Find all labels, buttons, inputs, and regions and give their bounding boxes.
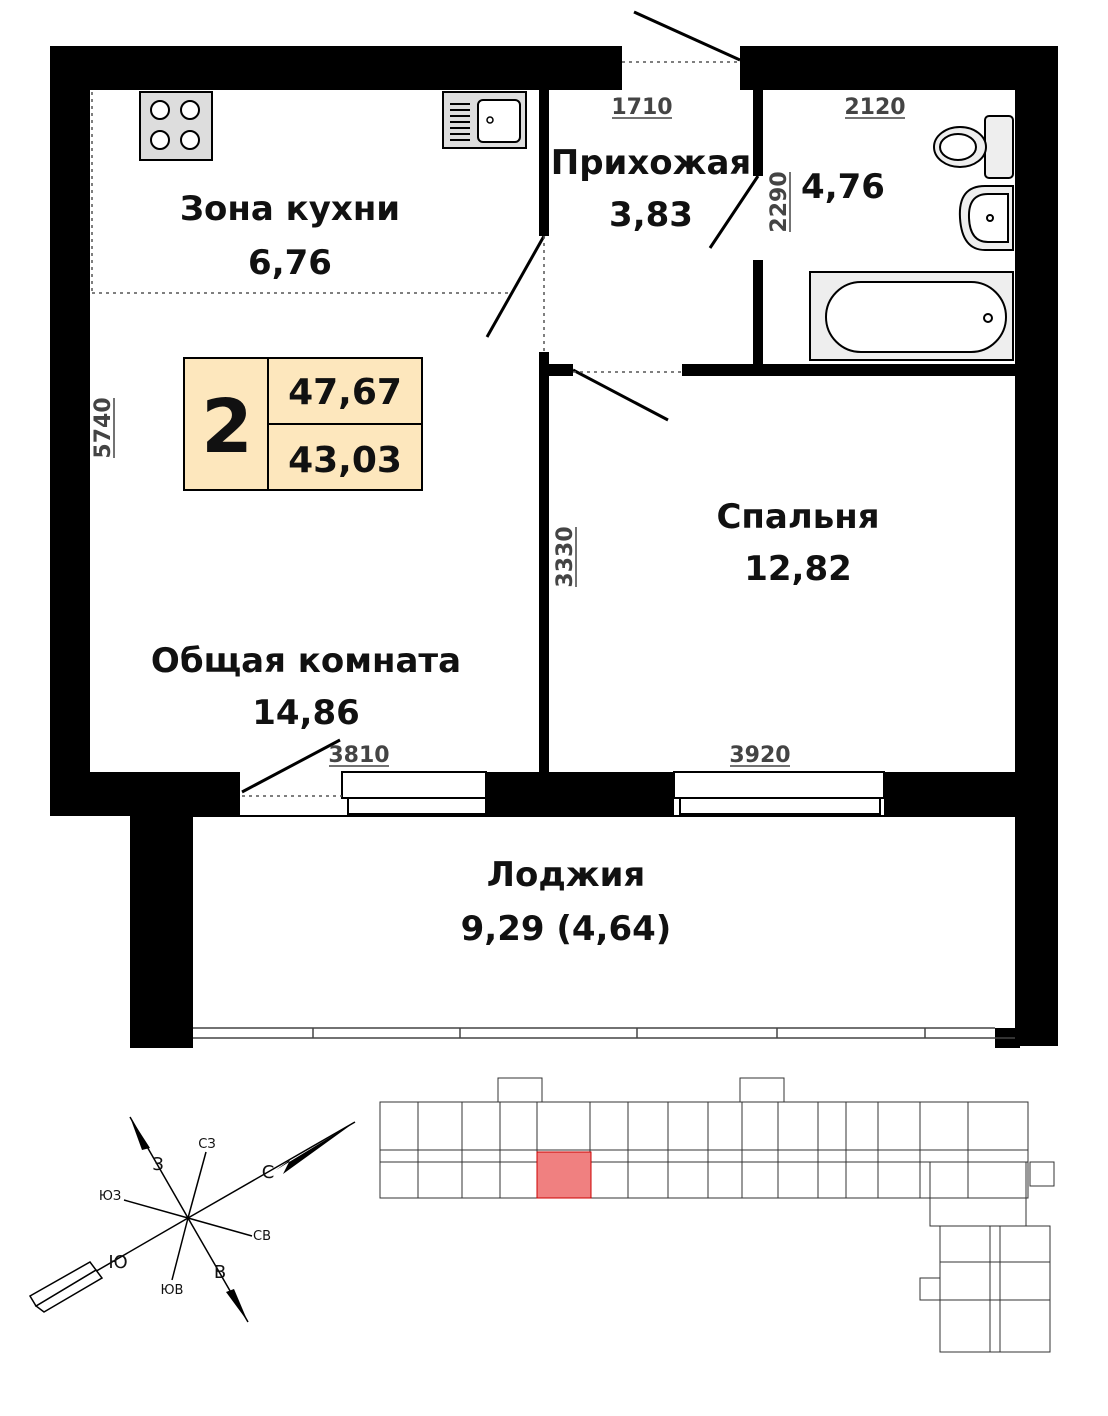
bedroom-name: Спальня <box>716 497 879 537</box>
bedroom-door <box>572 368 669 422</box>
window-living <box>341 771 487 799</box>
compass-east: В <box>214 1262 226 1283</box>
compass-southeast: ЮВ <box>161 1283 184 1298</box>
loggia-door <box>241 738 341 794</box>
wall-bottom-left <box>50 772 240 816</box>
living-area: 14,86 <box>252 693 360 733</box>
bathroom-area: 4,76 <box>801 167 885 207</box>
kitchen-door <box>485 235 546 338</box>
south-arrow-tail-icon <box>28 1261 104 1313</box>
compass-northeast: СВ <box>253 1229 271 1244</box>
building-keyplan <box>379 1077 1055 1353</box>
total-area: 47,67 <box>288 372 402 413</box>
toilet-icon <box>933 115 1014 179</box>
hallway-name: Прихожая <box>551 143 752 183</box>
dim-bedroom-height: 3330 <box>553 526 578 587</box>
kitchen-name: Зона кухни <box>180 189 400 229</box>
loggia-name: Лоджия <box>487 855 646 895</box>
window-bedroom-sill <box>679 797 881 815</box>
east-arrow-icon <box>226 1289 248 1322</box>
west-arrow-icon <box>130 1117 150 1150</box>
bedroom-area: 12,82 <box>744 549 852 589</box>
compass-rose: С Ю В З СЗ ЮЗ СВ ЮВ <box>28 1116 356 1323</box>
window-living-sill <box>347 797 487 815</box>
dim-hall-width: 1710 <box>611 95 672 120</box>
compass-north: С <box>262 1162 275 1183</box>
loggia-glazing <box>193 1027 1015 1039</box>
dim-bath-height: 2290 <box>767 171 792 232</box>
doors <box>241 10 760 794</box>
wall-left <box>50 46 90 816</box>
wall-interior-upper <box>539 90 549 236</box>
apartment-location-marker <box>536 1151 592 1199</box>
wall-interior-lower <box>539 352 549 772</box>
wall-bedroom-top-right <box>682 364 1017 376</box>
bathroom-door <box>708 175 760 249</box>
dimensions: 1710 2120 2290 5740 3330 3810 3920 <box>91 95 906 768</box>
living-area: 43,03 <box>288 440 402 481</box>
wall-bottom-right <box>884 772 1015 816</box>
bathtub-icon <box>809 271 1014 361</box>
dim-bedroom-width: 3920 <box>729 743 790 768</box>
wall-bottom-middle <box>486 772 674 816</box>
wall-top-right <box>740 46 1058 90</box>
north-arrow-icon <box>276 1122 355 1174</box>
door-openings <box>91 61 740 797</box>
wall-bath-upper <box>753 90 763 176</box>
dim-bath-width: 2120 <box>844 95 905 120</box>
compass-southwest: ЮЗ <box>99 1189 121 1204</box>
wall-bedroom-top-left <box>539 364 573 376</box>
apartment-badge: 2 47,67 43,03 <box>183 357 423 491</box>
windows <box>341 771 885 815</box>
hallway-area: 3,83 <box>609 195 693 235</box>
kitchen-sink-icon <box>442 91 527 149</box>
compass-west: З <box>152 1154 164 1175</box>
wall-top-left <box>50 46 622 90</box>
loggia-pillar <box>130 816 193 1048</box>
loggia-area: 9,29 (4,64) <box>461 909 672 949</box>
living-name: Общая комната <box>151 641 461 681</box>
dim-living-height: 5740 <box>91 397 116 458</box>
compass-northwest: СЗ <box>198 1137 215 1152</box>
stove-icon <box>139 91 213 161</box>
compass-south: Ю <box>108 1252 127 1273</box>
entrance-door <box>633 10 741 62</box>
wall-bath-lower <box>753 260 763 370</box>
wall-right <box>1015 46 1058 1046</box>
walls <box>50 46 1058 1048</box>
washbasin-icon <box>958 185 1014 251</box>
dim-living-width: 3810 <box>328 743 389 768</box>
rooms-count: 2 <box>201 384 253 470</box>
kitchen-area: 6,76 <box>248 243 332 283</box>
window-bedroom <box>673 771 885 799</box>
